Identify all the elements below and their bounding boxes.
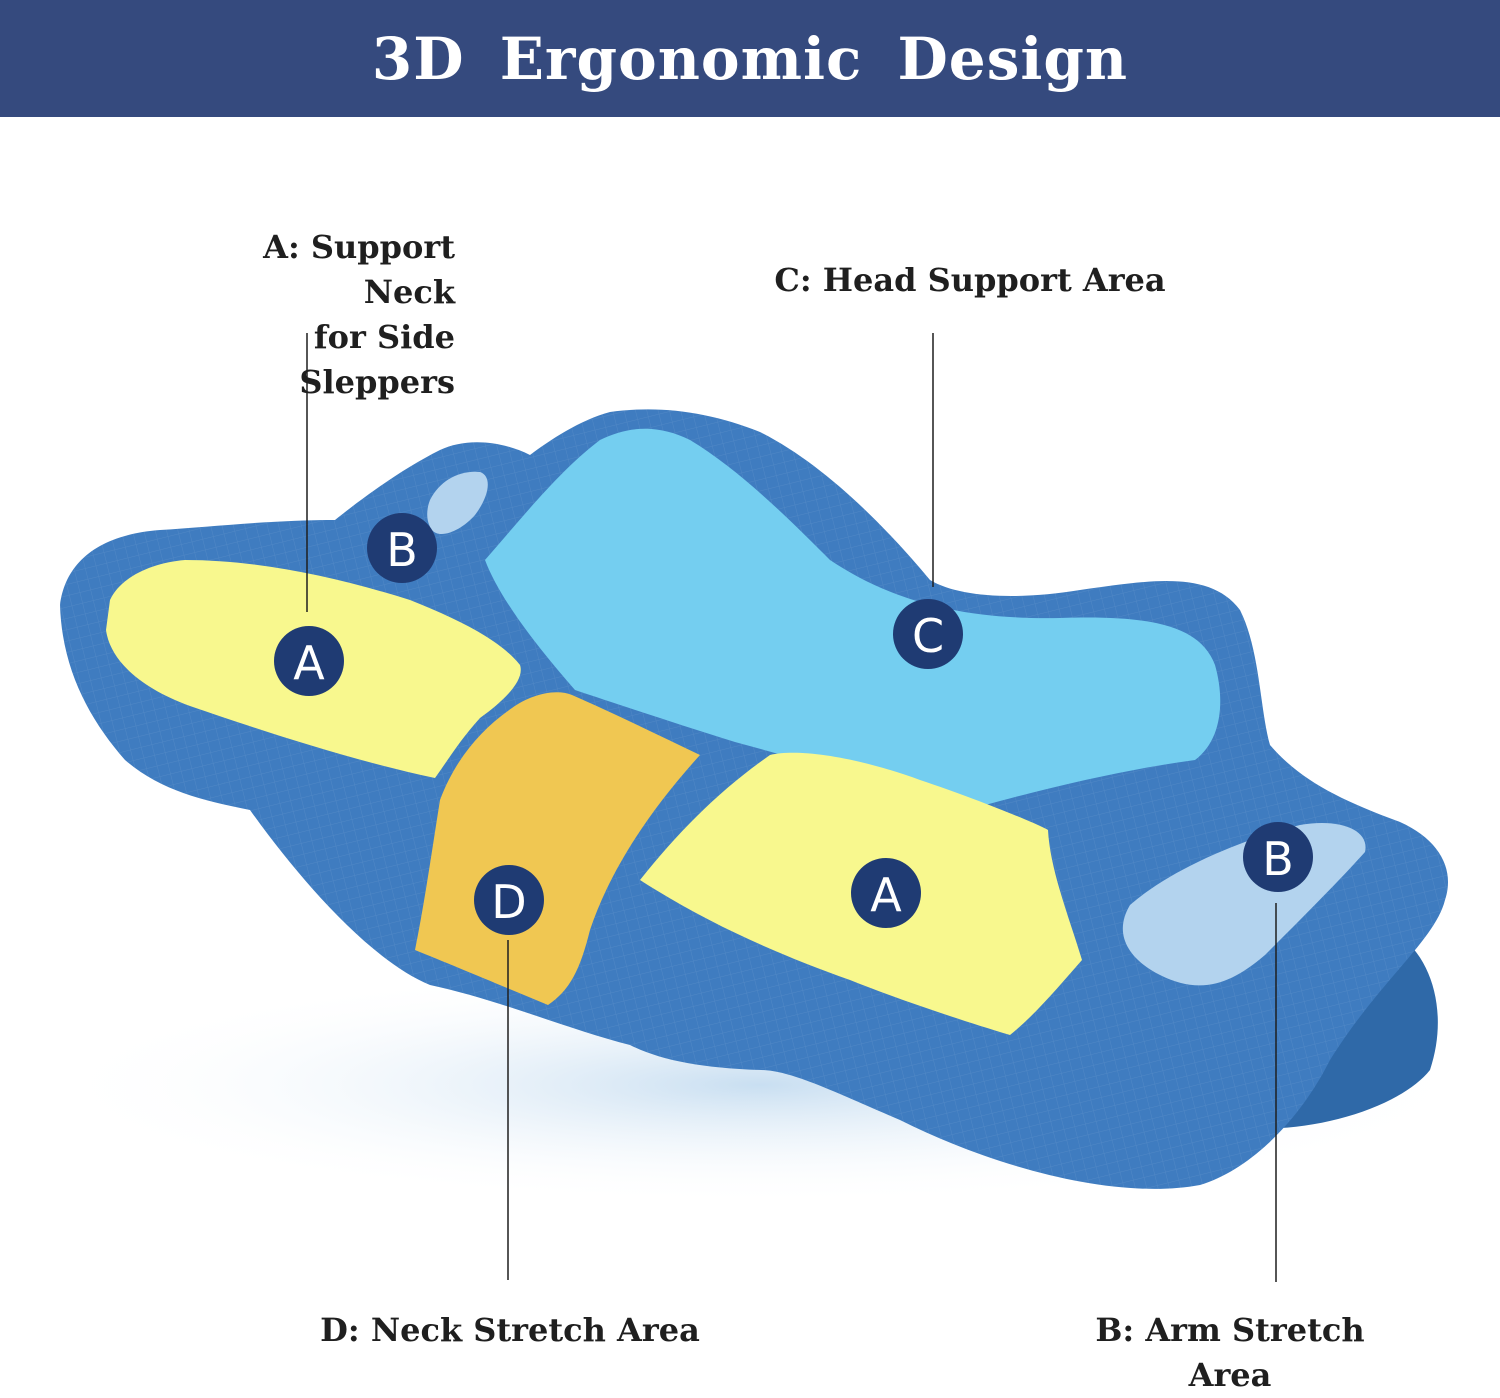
badge-d: D: [474, 865, 544, 935]
badge-a-left-label: A: [293, 636, 325, 690]
badge-b-right-label: B: [1262, 832, 1294, 886]
zone-b-left: [427, 471, 488, 535]
callout-b-arm-stretch: B: Arm Stretch Area: [1095, 1311, 1365, 1394]
zone-d-neck-stretch: [415, 692, 700, 1005]
pillow-diagram: A B C D A B: [40, 333, 1480, 1282]
badge-a-right: A: [851, 858, 921, 928]
badge-b-left: B: [367, 513, 437, 583]
badge-b-left-label: B: [386, 523, 418, 577]
badge-a-right-label: A: [870, 868, 902, 922]
badge-b-right: B: [1243, 822, 1313, 892]
badge-d-label: D: [491, 875, 526, 929]
badge-c-label: C: [912, 609, 944, 663]
callout-d-neck-stretch: D: Neck Stretch Area: [320, 1311, 700, 1349]
zone-c-head-support: [485, 428, 1221, 805]
callout-a-support-neck: A: Support Neck for Side Sleppers: [263, 228, 455, 401]
page-title: 3D Ergonomic Design: [371, 24, 1129, 93]
callout-c-head-support: C: Head Support Area: [774, 261, 1166, 299]
badge-a-left: A: [274, 626, 344, 696]
badge-c: C: [893, 599, 963, 669]
title-banner: 3D Ergonomic Design: [0, 0, 1500, 117]
